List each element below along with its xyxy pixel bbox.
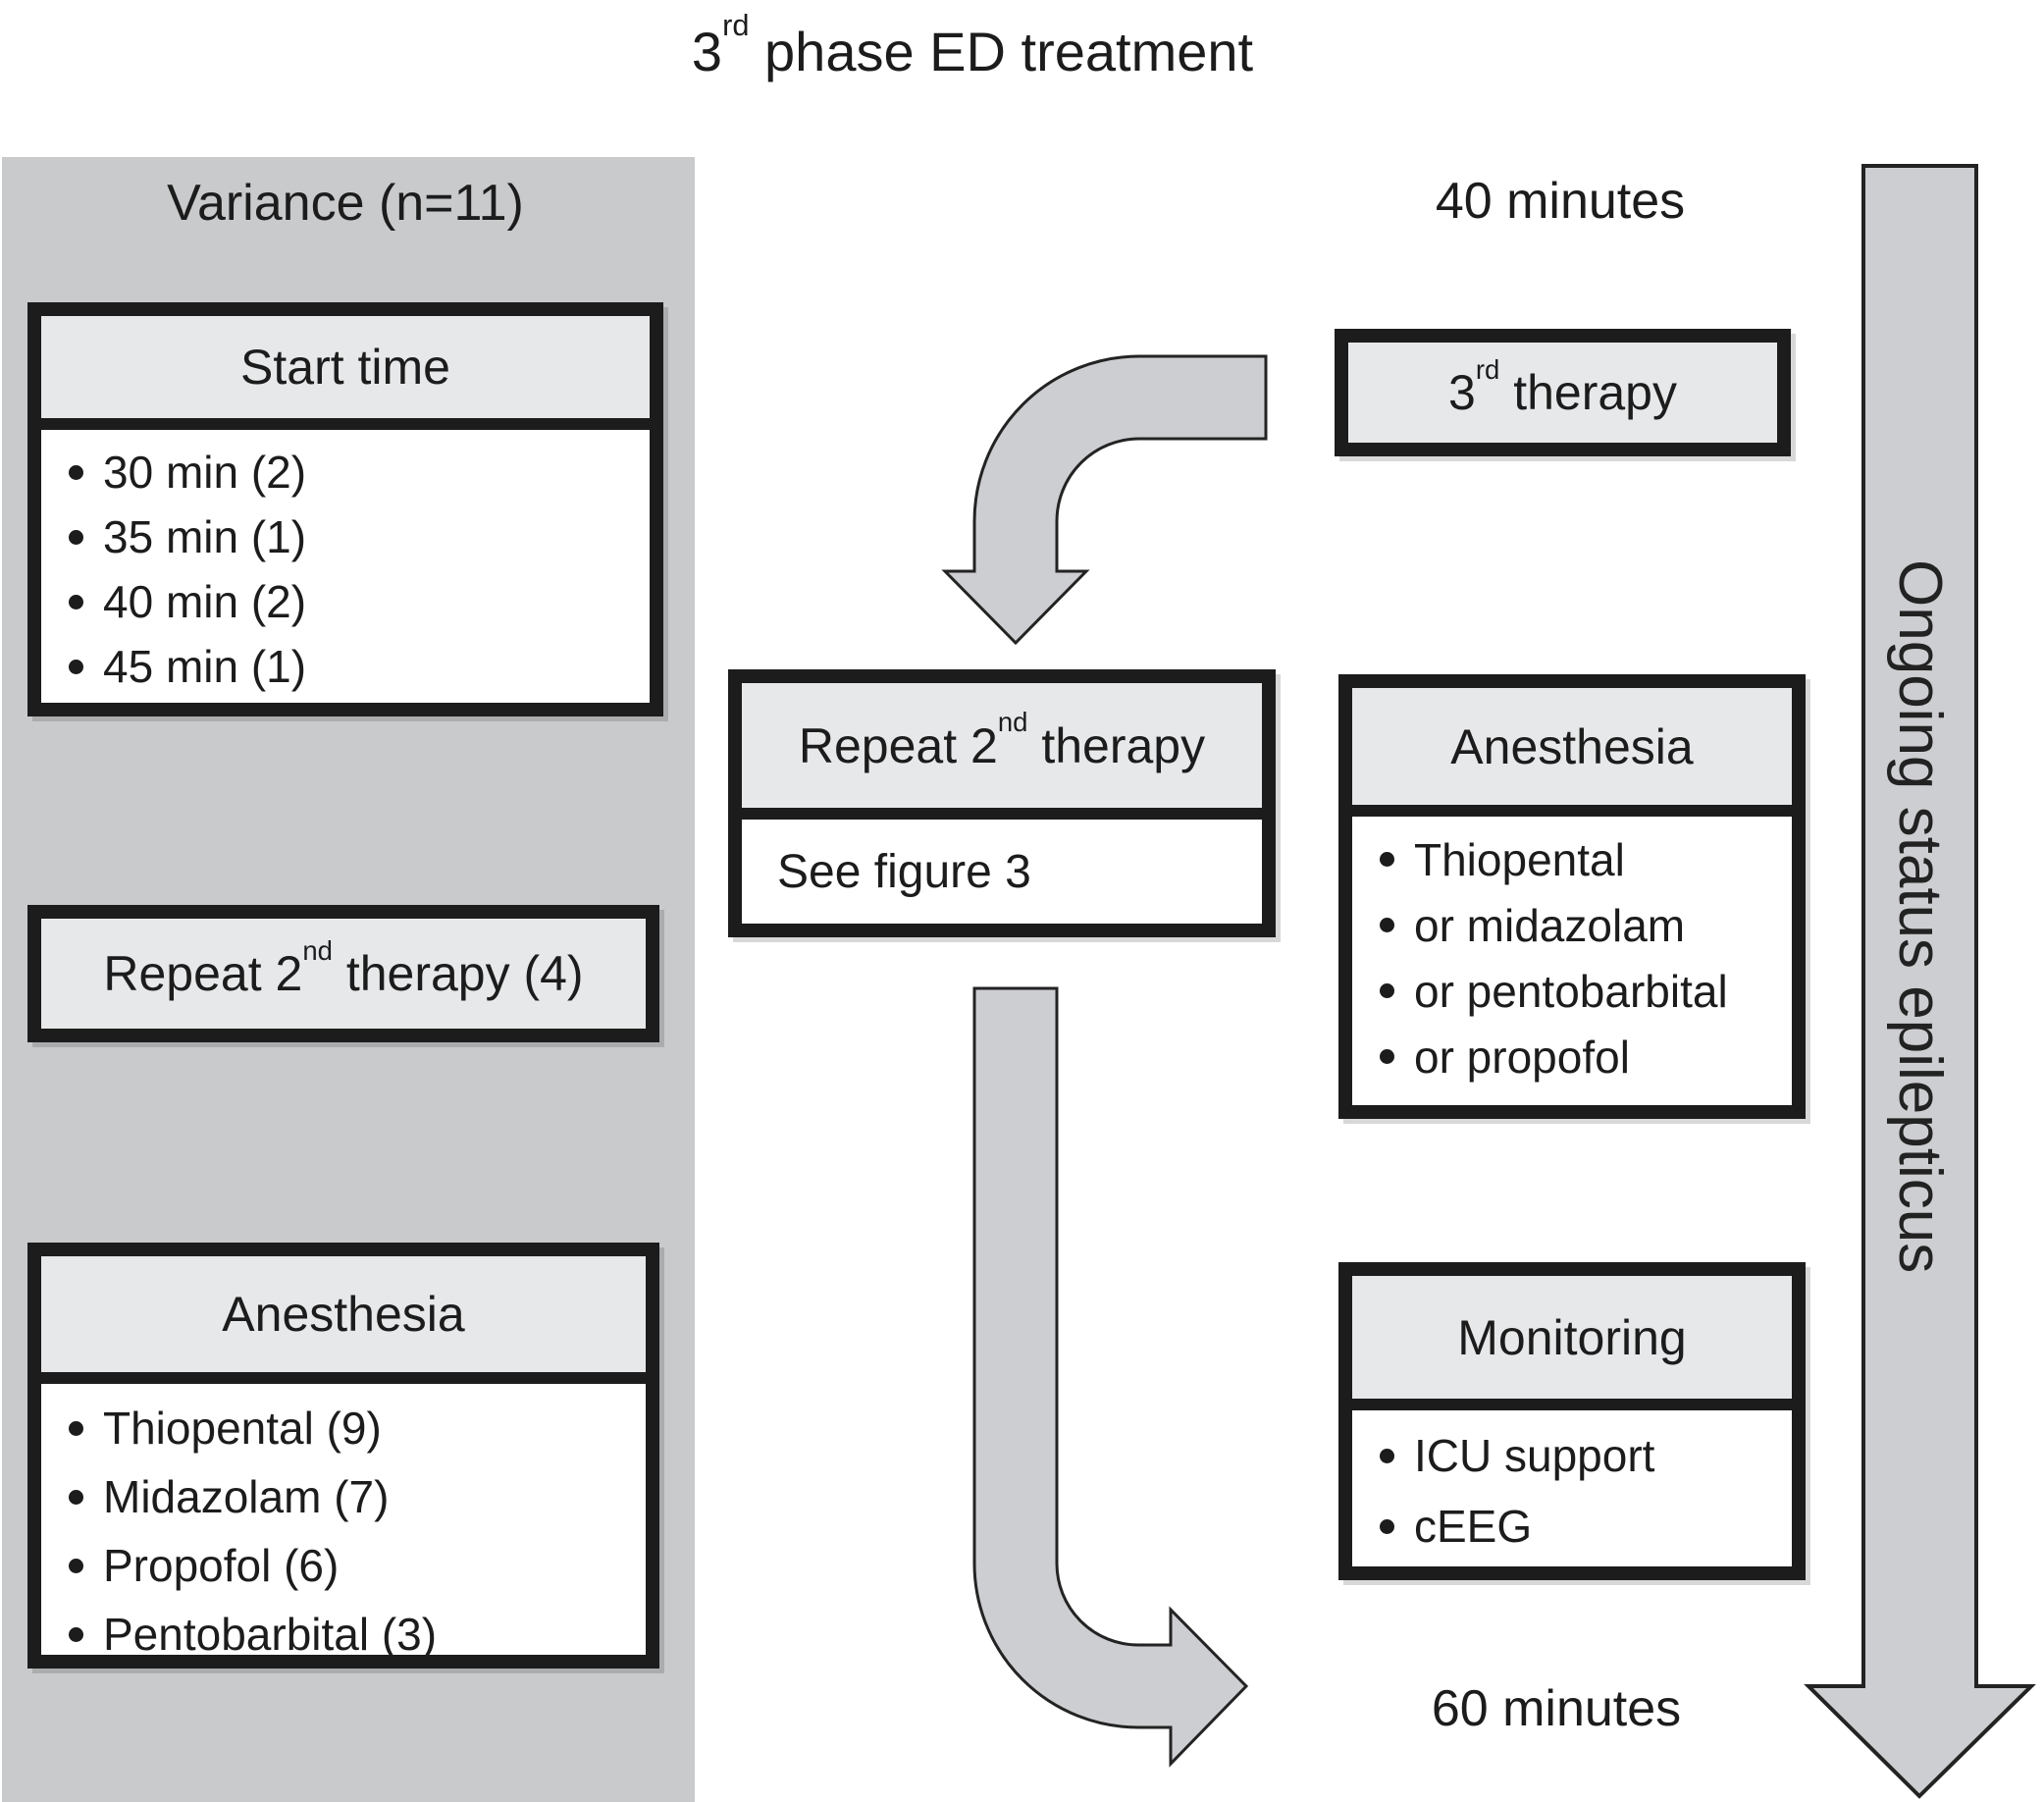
anesthesia-variance-box: Anesthesia Thiopental (9) Midazolam (7) … [27,1243,659,1669]
bullet-icon [1380,918,1394,932]
list-item: cEEG [1380,1491,1792,1562]
bullet-icon [69,594,83,610]
bullet-icon [69,464,83,480]
label-superscript: rd [1475,353,1500,385]
list-item-label: or pentobarbital [1414,965,1728,1017]
monitoring-box: Monitoring ICU support cEEG [1338,1262,1806,1580]
label-post: therapy (4) [332,946,584,1001]
list-item-label: Propofol (6) [103,1540,340,1591]
repeat-2nd-therapy-variance-box: Repeat 2nd therapy (4) [27,905,659,1042]
third-therapy-label: 3rd therapy [1448,354,1677,421]
bullet-icon [69,1489,83,1505]
start-time-header: Start time [41,316,650,430]
see-figure-note: See figure 3 [742,820,1262,924]
bullet-icon [1380,983,1394,998]
anesthesia-list: Thiopental or midazolam or pentobarbital… [1352,817,1792,1089]
bullet-icon [69,529,83,545]
bullet-icon [1380,1518,1394,1534]
start-time-box: Start time 30 min (2) 35 min (1) 40 min … [27,302,663,716]
list-item-label: 40 min (2) [103,576,307,627]
variance-panel-title: Variance (n=11) [167,175,524,232]
label-superscript: nd [997,707,1028,738]
list-item-label: Midazolam (7) [103,1471,390,1522]
title-rest: phase ED treatment [749,20,1254,82]
list-item: or midazolam [1380,892,1792,958]
list-item-label: 35 min (1) [103,511,307,562]
repeat-2nd-therapy-box: Repeat 2nd therapy See figure 3 [728,669,1276,937]
bullet-icon [1380,1448,1394,1463]
list-item-label: cEEG [1414,1501,1533,1552]
bullet-icon [69,659,83,674]
anesthesia-variance-list: Thiopental (9) Midazolam (7) Propofol (6… [41,1384,646,1669]
anesthesia-header: Anesthesia [1352,688,1792,817]
label-pre: Repeat 2 [798,717,998,773]
label-post: therapy [1499,365,1677,420]
list-item-label: or propofol [1414,1031,1630,1083]
list-item: ICU support [1380,1420,1792,1491]
list-item-label: or midazolam [1414,899,1686,951]
bullet-icon [69,1558,83,1573]
j-shaped-right-arrow [972,986,1249,1768]
ongoing-status-epilepticus-label: Ongoing status epilepticus [1886,559,1954,1274]
anesthesia-variance-header: Anesthesia [41,1256,646,1384]
label-post: therapy [1027,717,1206,773]
list-item-label: 30 min (2) [103,447,307,498]
third-therapy-box: 3rd therapy [1335,329,1791,456]
list-item: Thiopental (9) [69,1394,646,1462]
list-item: or pentobarbital [1380,958,1792,1024]
label-pre: 3 [1448,365,1476,420]
time-label-60-minutes: 60 minutes [1431,1680,1682,1737]
time-label-40-minutes: 40 minutes [1435,173,1686,230]
list-item-label: Thiopental (9) [103,1403,382,1454]
list-item-label: Thiopental [1414,833,1625,885]
list-item-label: ICU support [1414,1430,1655,1481]
start-time-list: 30 min (2) 35 min (1) 40 min (2) 45 min … [41,430,650,699]
bullet-icon [69,1626,83,1642]
page-title: 3rd phase ED treatment [384,8,1561,90]
list-item: 35 min (1) [69,504,650,569]
monitoring-header: Monitoring [1352,1276,1792,1410]
elbow-down-arrow [941,354,1268,646]
list-item: 40 min (2) [69,569,650,634]
title-superscript: rd [722,8,750,43]
list-item: or propofol [1380,1024,1792,1089]
list-item-label: 45 min (1) [103,641,307,692]
page-title-text: 3rd phase ED treatment [691,8,1254,83]
list-item: 45 min (1) [69,634,650,699]
title-base: 3 [691,20,723,82]
list-item: Propofol (6) [69,1531,646,1600]
label-superscript: nd [302,934,333,966]
bullet-icon [69,1420,83,1436]
list-item: 30 min (2) [69,440,650,504]
anesthesia-box: Anesthesia Thiopental or midazolam or pe… [1338,674,1806,1119]
repeat-2nd-therapy-variance-label: Repeat 2nd therapy (4) [103,935,584,1002]
list-item: Thiopental [1380,826,1792,892]
label-pre: Repeat 2 [103,946,303,1001]
list-item-label: Pentobarbital (3) [103,1609,438,1660]
list-item: Pentobarbital (3) [69,1600,646,1669]
repeat-2nd-therapy-header: Repeat 2nd therapy [742,683,1262,820]
list-item: Midazolam (7) [69,1462,646,1531]
repeat-2nd-therapy-header-label: Repeat 2nd therapy [798,707,1206,774]
bullet-icon [1380,1049,1394,1064]
bullet-icon [1380,852,1394,867]
monitoring-list: ICU support cEEG [1352,1410,1792,1562]
